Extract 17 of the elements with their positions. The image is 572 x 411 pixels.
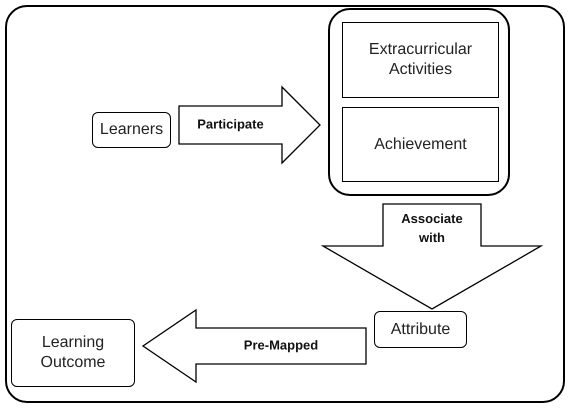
edge-label: Pre-Mapped bbox=[242, 336, 320, 355]
node-label: Learners bbox=[100, 120, 164, 140]
group-box bbox=[328, 8, 510, 196]
node-label: Achievement bbox=[374, 134, 467, 154]
block-arrow bbox=[320, 203, 544, 310]
node-label: Learning Outcome bbox=[40, 333, 106, 373]
edge-label: Participate bbox=[196, 116, 265, 134]
process-box bbox=[374, 311, 467, 348]
process-box bbox=[342, 22, 499, 98]
edge-label: Associate with bbox=[400, 210, 464, 247]
node-label: Attribute bbox=[390, 320, 450, 340]
block-arrow bbox=[142, 308, 367, 384]
process-box bbox=[342, 107, 499, 182]
process-box bbox=[11, 319, 135, 387]
block-arrow bbox=[178, 85, 321, 165]
node-label: Extracurricular Activities bbox=[368, 40, 474, 80]
process-box bbox=[92, 112, 171, 148]
